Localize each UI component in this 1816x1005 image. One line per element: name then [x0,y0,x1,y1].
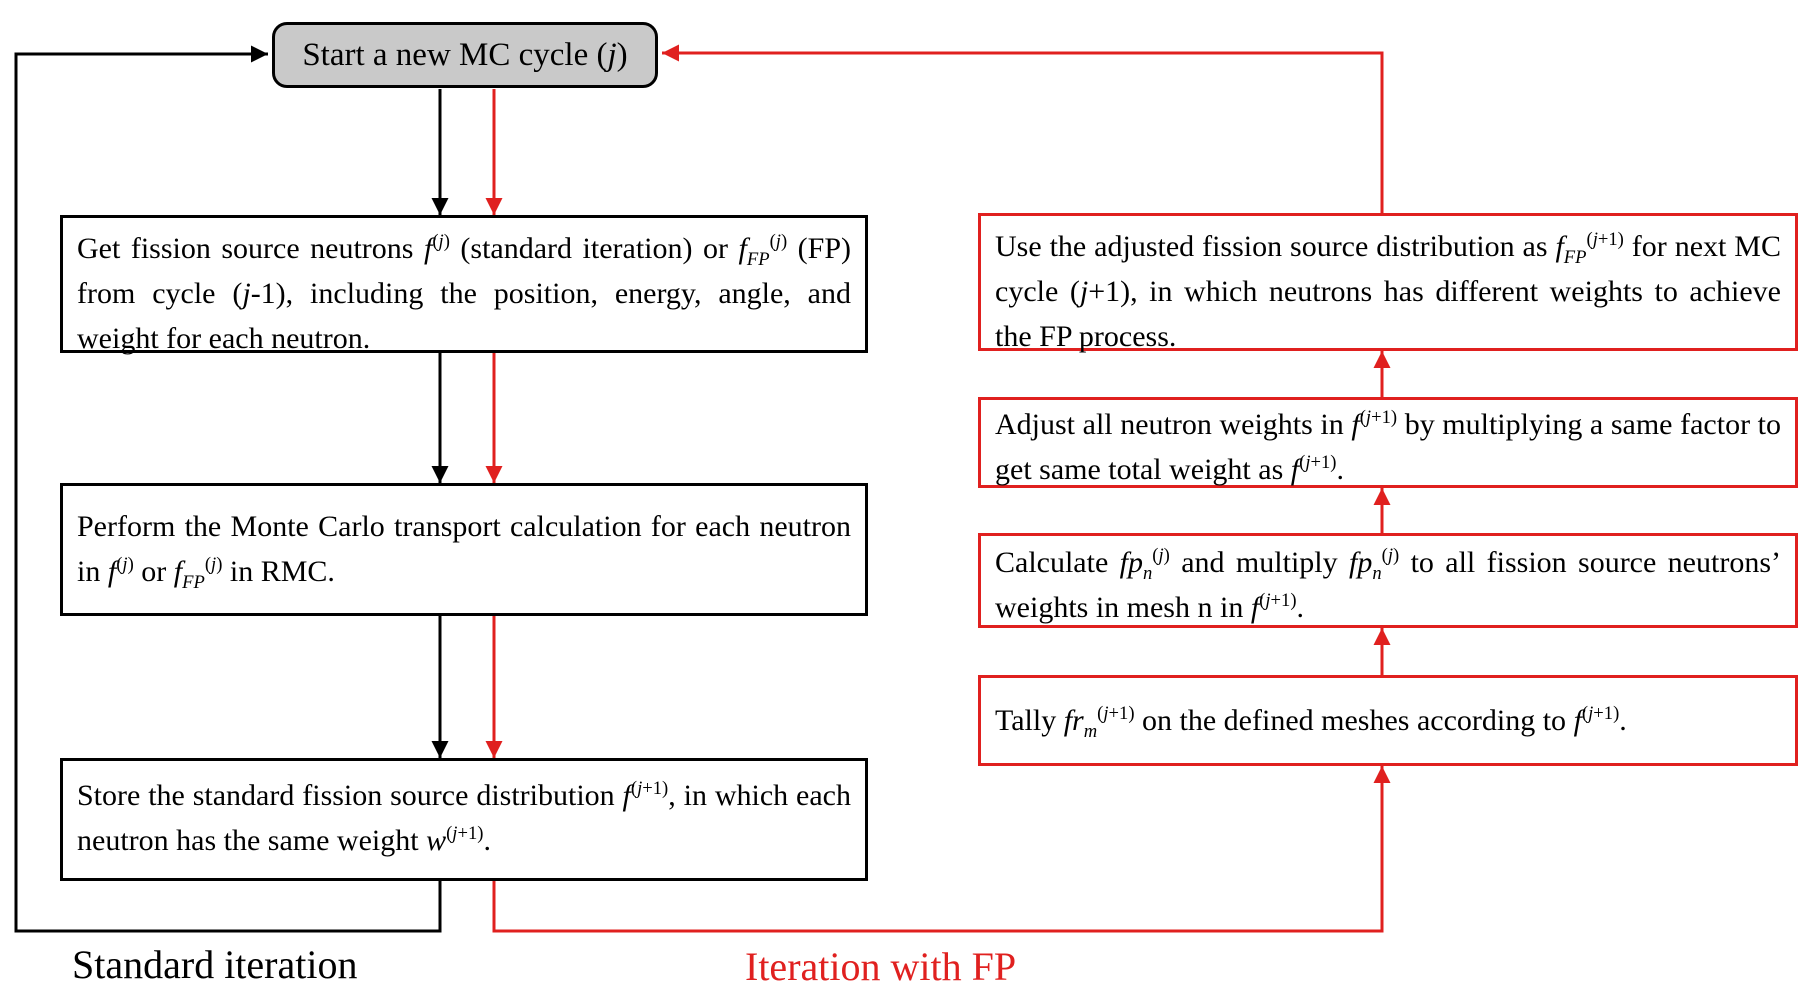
flow-box-get-fission-source: Get fission source neutrons f(j) (standa… [60,215,868,355]
flow-box-store-distribution: Store the standard fission source distri… [60,758,868,881]
arrow-red-store-to-tally [492,766,1391,933]
flow-box-tally-meshes: Tally frm(j+1) on the defined meshes acc… [978,675,1798,766]
flow-box-perform-transport: Perform the Monte Carlo transport calcul… [60,483,868,616]
flow-box-calculate-fp-factor: Calculate fpn(j) and multiply fpn(j) to … [978,533,1798,628]
arrow-black-loop-store-to-start [14,45,442,933]
flow-box-use-adjusted-distribution: Use the adjusted fission source distribu… [978,213,1798,353]
start-cycle-box: Start a new MC cycle (j) [272,22,658,88]
standard-iteration-label: Standard iteration [72,942,358,987]
arrow-red-loop-use-to-start [662,44,1384,213]
flow-box-adjust-neutron-weights: Adjust all neutron weights in f(j+1) by … [978,397,1798,488]
iteration-with-fp-label: Iteration with FP [745,944,1017,989]
